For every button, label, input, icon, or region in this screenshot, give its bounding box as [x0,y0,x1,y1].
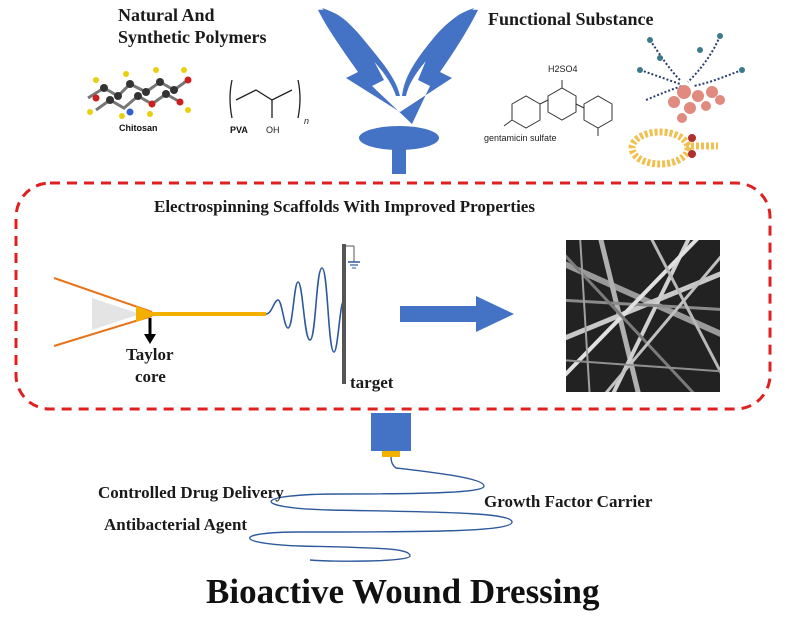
gentamicin-formula: H2SO4 [548,64,578,74]
chitosan-label: Chitosan [119,123,158,133]
left-title-line1: Natural And [118,5,215,25]
dendrimer-structure [637,33,745,123]
pva-oh: OH [266,125,280,135]
dressing-fiber [249,456,513,562]
taylor-label-line1: Taylor [126,345,174,364]
process-arrow [400,296,514,332]
merge-arrow [318,8,478,174]
whipping-jet [265,267,345,353]
peptide-loop [628,128,718,168]
process-box [14,181,772,411]
left-title-line2: Synthetic Polymers [118,27,267,47]
target-plate [342,244,360,384]
label-antibacterial-agent: Antibacterial Agent [104,515,248,534]
bottom-nozzle [371,413,411,457]
target-label: target [350,373,394,392]
label-growth-factor-carrier: Growth Factor Carrier [484,492,653,511]
gentamicin-structure [503,80,613,136]
chitosan-molecule [87,67,192,119]
main-title: Bioactive Wound Dressing [206,572,600,611]
pva-n: n [304,116,310,126]
sem-fiber-image [566,240,720,392]
pva-structure [229,79,301,119]
process-title: Electrospinning Scaffolds With Improved … [154,197,535,216]
label-controlled-drug-delivery: Controlled Drug Delivery [98,483,284,502]
right-title: Functional Substance [488,9,654,29]
taylor-label-line2: core [135,367,166,386]
pva-label: PVA [230,125,248,135]
taylor-cone [53,277,266,347]
gentamicin-label: gentamicin sulfate [484,133,557,143]
